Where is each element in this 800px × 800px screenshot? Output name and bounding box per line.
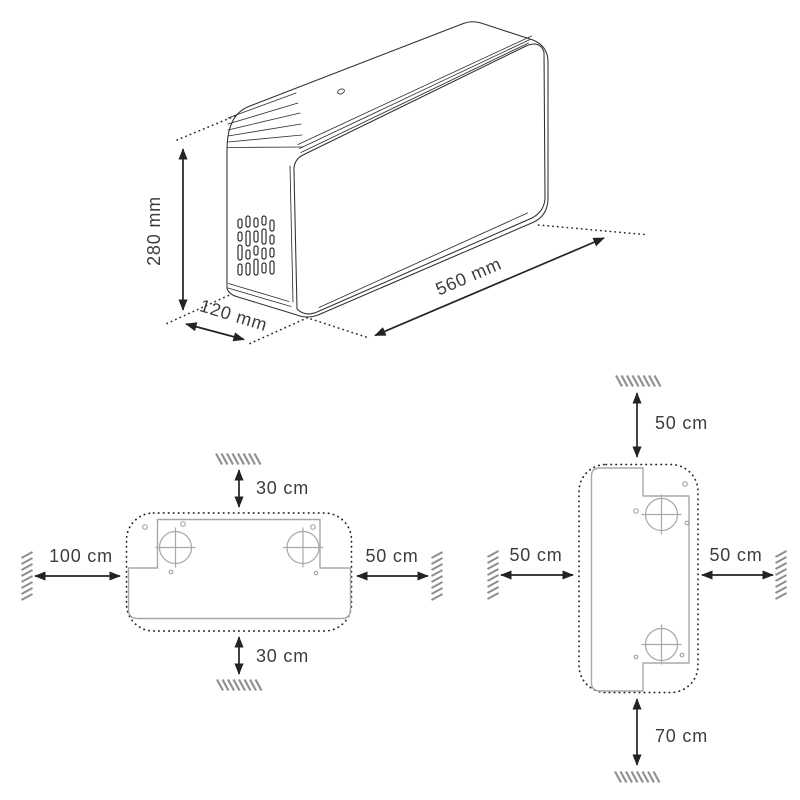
clearance-left: 100 cm [20, 546, 121, 602]
screw-hole [313, 570, 319, 576]
screw-hole [679, 652, 685, 658]
leader-line [249, 316, 310, 345]
mounting-hole [641, 494, 682, 535]
screw-hole [310, 524, 316, 530]
clearance-bottom-label: 30 cm [256, 646, 309, 666]
clearance-bottom-label: 70 cm [655, 726, 708, 746]
clearance-top: 50 cm [614, 374, 708, 458]
leader-line [537, 224, 645, 236]
device-footprint-outline [125, 512, 353, 632]
clearance-top: 30 cm [214, 452, 309, 508]
clearance-bottom: 30 cm [215, 636, 309, 692]
screw-hole [682, 481, 688, 487]
vent-grille [237, 215, 275, 276]
screw-hole [633, 654, 639, 660]
device-outline [226, 21, 549, 318]
clearance-top-label: 50 cm [655, 413, 708, 433]
leader-line [166, 294, 230, 325]
mounting-plate [127, 518, 352, 620]
top-edge-grooves [227, 92, 304, 148]
dimension-arrow [374, 237, 605, 337]
clearance-top-label: 30 cm [256, 478, 309, 498]
mounting-hole [283, 527, 323, 568]
clearance-right: 50 cm [701, 545, 788, 601]
screw-hole [168, 569, 174, 575]
screw-hole [180, 521, 186, 527]
clearance-right: 50 cm [356, 546, 444, 602]
screw-hole [633, 508, 639, 514]
leader-line [176, 115, 236, 141]
clearance-right-label: 50 cm [709, 545, 762, 565]
screw-hole [684, 520, 690, 526]
device-footprint-outline [578, 463, 699, 694]
height-dimension: 280 mm [144, 115, 236, 325]
clearance-bottom: 70 cm [613, 698, 708, 784]
mounting-hole [641, 624, 682, 665]
mounting-plate [590, 467, 690, 692]
device-front-face [293, 43, 546, 315]
clearance-right-label: 50 cm [365, 546, 418, 566]
landscape-clearance-diagram: 30 cm 30 cm 100 cm 50 cm [20, 452, 444, 692]
mounting-hole [155, 527, 196, 568]
clearance-left-label: 100 cm [49, 546, 113, 566]
screw-hole [142, 524, 148, 530]
clearance-left-label: 50 cm [509, 545, 562, 565]
leader-line [310, 318, 370, 339]
top-sensor-hole [337, 88, 345, 95]
height-dimension-label: 280 mm [144, 196, 164, 266]
portrait-clearance-diagram: 50 cm 70 cm 50 cm 50 cm [486, 374, 788, 784]
clearance-left: 50 cm [486, 545, 574, 601]
dimension-arrow [185, 322, 245, 342]
